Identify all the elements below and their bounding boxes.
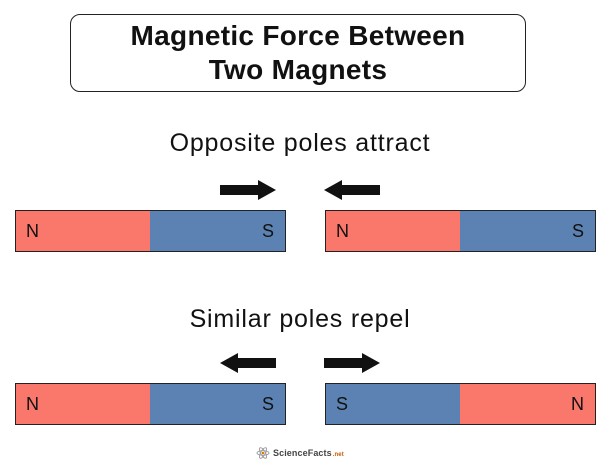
attract-left-magnet: N S [15, 210, 286, 252]
attract-caption: Opposite poles attract [169, 129, 431, 157]
attract-right-magnet: N S [325, 210, 596, 252]
logo-text: ScienceFacts.net [273, 448, 344, 458]
repel-right-magnet-right-pole: N [460, 384, 595, 424]
title-box: Magnetic Force Between Two Magnets [70, 14, 526, 92]
pole-label: S [261, 220, 274, 241]
repel-right-arrow-icon [324, 353, 380, 373]
repel-right-magnet: S N [325, 383, 596, 425]
logo-name: ScienceFacts [273, 448, 332, 458]
attract-right-magnet-left-pole: N [326, 211, 460, 251]
repel-right-magnet-left-pole: S [326, 384, 460, 424]
attract-left-magnet-left-pole: N [16, 211, 150, 251]
pole-label: S [261, 393, 274, 414]
pole-label: N [26, 220, 39, 241]
repel-left-arrow-icon [220, 353, 276, 373]
repel-caption: Similar poles repel [189, 305, 411, 333]
attract-right-arrow-icon [324, 180, 380, 200]
repel-left-magnet-right-pole: S [150, 384, 285, 424]
attract-right-magnet-right-pole: S [460, 211, 595, 251]
repel-left-magnet: N S [15, 383, 286, 425]
repel-left-magnet-left-pole: N [16, 384, 150, 424]
sciencefacts-logo: ScienceFacts.net [256, 444, 356, 462]
pole-label: N [336, 220, 349, 241]
title-line-2: Two Magnets [208, 54, 388, 85]
title-line-1: Magnetic Force Between [130, 20, 466, 51]
pole-label: S [336, 393, 349, 414]
pole-label: N [571, 393, 584, 414]
attract-left-arrow-icon [220, 180, 276, 200]
pole-label: S [571, 220, 584, 241]
atom-icon [256, 447, 270, 459]
logo-tld: .net [332, 452, 344, 458]
pole-label: N [26, 393, 39, 414]
attract-left-magnet-right-pole: S [150, 211, 285, 251]
